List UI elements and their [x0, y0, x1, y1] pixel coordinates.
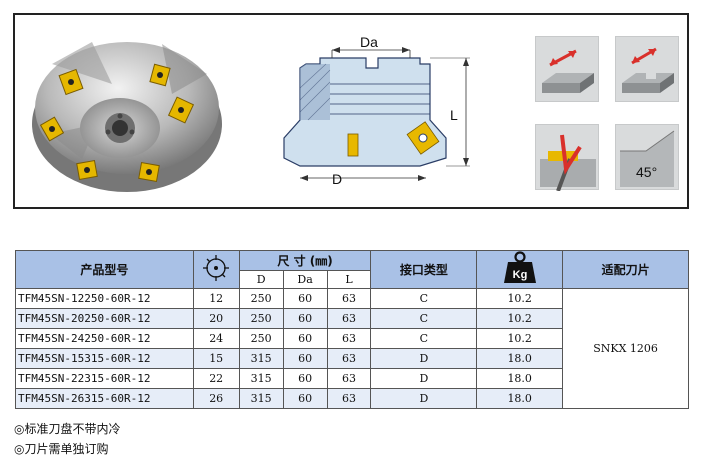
cell-weight: 18.0: [476, 388, 564, 409]
cell-interface: D: [370, 348, 478, 369]
note-line: ◎标准刀盘不带内冷: [14, 422, 121, 436]
cell-model: TFM45SN-26315-60R-12: [15, 388, 194, 409]
cell-teeth: 26: [192, 388, 240, 409]
header-d: D: [238, 270, 284, 289]
header-weight-icon: Kg: [476, 250, 564, 289]
cell-l: 63: [326, 328, 372, 349]
header-da: Da: [282, 270, 328, 289]
cell-da: 60: [282, 328, 328, 349]
chamfer-45-pictogram: 45°: [615, 124, 679, 190]
cell-l: 63: [326, 308, 372, 329]
header-l: L: [326, 270, 372, 289]
cell-da: 60: [282, 388, 328, 409]
angle-label: 45°: [636, 164, 657, 180]
spec-table: 产品型号 尺 寸 (㎜) 接口类型 Kg 适配刀片 D: [15, 250, 689, 409]
cell-da: 60: [282, 368, 328, 389]
cell-model: TFM45SN-15315-60R-12: [15, 348, 194, 369]
drawing-label-da: Da: [360, 34, 378, 50]
application-pictograms: 45°: [535, 36, 681, 192]
weight-icon-label: Kg: [512, 269, 527, 281]
header-interface: 接口类型: [370, 250, 478, 289]
cell-weight: 10.2: [476, 328, 564, 349]
cell-interface: C: [370, 288, 478, 309]
cell-insert: SNKX 1206: [562, 288, 689, 409]
header-insert: 适配刀片: [562, 250, 689, 289]
cell-model: TFM45SN-22315-60R-12: [15, 368, 194, 389]
cell-da: 60: [282, 288, 328, 309]
cell-interface: C: [370, 328, 478, 349]
teeth-count-icon: [203, 255, 230, 281]
slot-milling-pictogram: [615, 36, 679, 102]
cell-weight: 10.2: [476, 288, 564, 309]
cell-teeth: 24: [192, 328, 240, 349]
notes: ◎标准刀盘不带内冷 ◎刀片需单独订购: [14, 419, 120, 459]
face-milling-pictogram: [535, 36, 599, 102]
cell-teeth: 12: [192, 288, 240, 309]
cell-da: 60: [282, 348, 328, 369]
cell-d: 250: [238, 308, 284, 329]
cell-l: 63: [326, 388, 372, 409]
drawing-label-l: L: [450, 107, 458, 123]
cell-teeth: 20: [192, 308, 240, 329]
cell-l: 63: [326, 368, 372, 389]
note-line: ◎刀片需单独订购: [14, 442, 109, 456]
cell-teeth: 15: [192, 348, 240, 369]
face-mill-cutter-image: [32, 42, 222, 192]
header-dimensions: 尺 寸 (㎜): [238, 250, 372, 271]
plunge-milling-pictogram: [535, 124, 599, 192]
cutter-dimension-drawing: Da D L: [283, 34, 470, 187]
cell-d: 315: [238, 348, 284, 369]
cell-d: 315: [238, 368, 284, 389]
cell-l: 63: [326, 288, 372, 309]
weight-kg-icon: Kg: [503, 251, 536, 283]
cell-interface: C: [370, 308, 478, 329]
cell-d: 315: [238, 388, 284, 409]
cell-model: TFM45SN-20250-60R-12: [15, 308, 194, 329]
cell-d: 250: [238, 288, 284, 309]
cell-teeth: 22: [192, 368, 240, 389]
cell-weight: 18.0: [476, 368, 564, 389]
drawing-label-d: D: [332, 171, 342, 187]
cell-l: 63: [326, 348, 372, 369]
cell-da: 60: [282, 308, 328, 329]
cell-weight: 18.0: [476, 348, 564, 369]
cell-model: TFM45SN-24250-60R-12: [15, 328, 194, 349]
cell-interface: D: [370, 368, 478, 389]
cell-model: TFM45SN-12250-60R-12: [15, 288, 194, 309]
header-model: 产品型号: [15, 250, 194, 289]
header-teeth-icon: [192, 250, 240, 289]
cell-interface: D: [370, 388, 478, 409]
cell-d: 250: [238, 328, 284, 349]
cell-weight: 10.2: [476, 308, 564, 329]
